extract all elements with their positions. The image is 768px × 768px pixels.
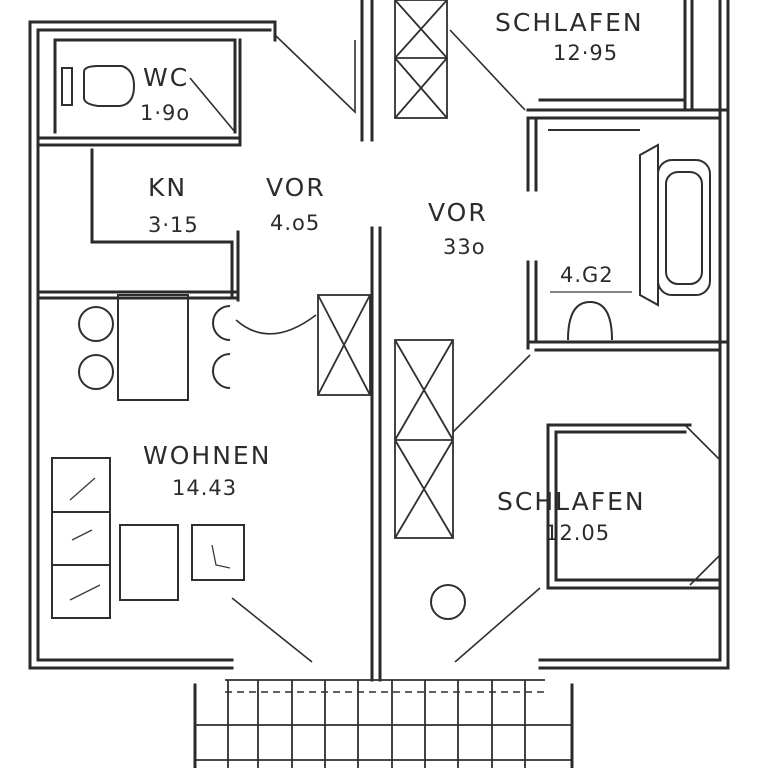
- room-name: SCHLAFEN: [495, 8, 644, 37]
- room-area: 4.G2: [560, 263, 614, 287]
- room-name: WC: [143, 63, 189, 92]
- room-area: 3·15: [148, 213, 199, 237]
- shaft-top: [394, 0, 448, 119]
- room-name: VOR: [428, 198, 488, 227]
- balcony: [193, 679, 574, 768]
- room-wc: WC 1·9o: [140, 63, 190, 125]
- room-name: SCHLAFEN: [497, 487, 646, 516]
- interior-walls: [36, 0, 730, 682]
- room-area: 14.43: [172, 476, 237, 500]
- room-wohnen: WOHNEN 14.43: [143, 441, 271, 500]
- room-name: VOR: [266, 173, 326, 202]
- room-kn: KN 3·15: [148, 173, 199, 237]
- room-vor-2: VOR 33o: [428, 198, 488, 259]
- room-name: WOHNEN: [143, 441, 271, 470]
- room-area: 1·9o: [140, 101, 190, 125]
- room-schlafen-1: SCHLAFEN 12·95: [495, 8, 644, 65]
- room-area: 12·95: [553, 41, 618, 65]
- doors: [231, 29, 721, 663]
- room-name: KN: [148, 173, 187, 202]
- shaft-right: [394, 339, 454, 539]
- room-area: 4.o5: [270, 211, 320, 235]
- room-schlafen-2: SCHLAFEN 12.05: [497, 487, 646, 545]
- room-vor-1: VOR 4.o5: [266, 173, 326, 235]
- toilet-icon: [61, 65, 136, 107]
- bathtub-icon: [639, 143, 711, 307]
- armchair-icon: [119, 524, 245, 601]
- outer-walls: [28, 0, 730, 670]
- kitchen-counter-icon: [51, 457, 111, 619]
- sink-icon: [548, 129, 640, 341]
- room-area: 33o: [443, 235, 486, 259]
- wc-door: [189, 77, 236, 133]
- column-icon: [430, 584, 466, 620]
- shaft-middle: [317, 294, 371, 396]
- room-bad: 4.G2: [550, 263, 632, 293]
- dining-table-icon: [78, 294, 231, 401]
- room-area: 12.05: [545, 521, 610, 545]
